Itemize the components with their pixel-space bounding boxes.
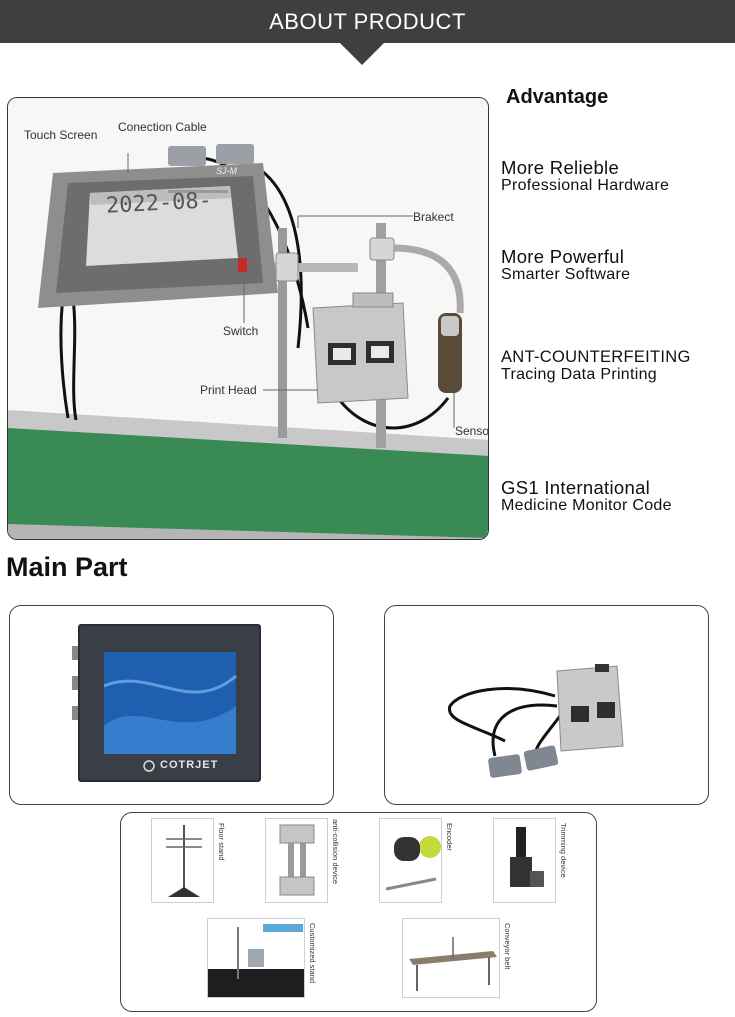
advantage-item: More Powerful Smarter Software [501, 246, 631, 283]
conveyor-rail [8, 410, 488, 456]
encoder-image [379, 818, 442, 903]
advantage-subtitle: Tracing Data Printing [501, 366, 657, 383]
controller-image [72, 624, 261, 782]
advantage-subtitle: Professional Hardware [501, 177, 670, 194]
anti-collision-image [265, 818, 328, 903]
callout-switch: Switch [223, 324, 259, 338]
advantage-item: More Relieble Professional Hardware [501, 157, 670, 194]
controller-card: COTRJET [9, 605, 334, 805]
callout-bracket: Brakect [413, 210, 454, 224]
model-label: SJ-M [216, 166, 237, 176]
touch-screen [86, 186, 238, 266]
stand-pole [278, 228, 287, 438]
accessory-label: Conveyor belt [503, 923, 512, 970]
accessory-label: Customized stand [308, 923, 317, 984]
accessory-label: anti-collision device [331, 819, 340, 885]
banner-arrow [340, 43, 384, 65]
customized-stand-image [207, 918, 305, 998]
bracket-bar [253, 263, 358, 272]
advantage-title: ANT-COUNTERFEITING [501, 348, 691, 366]
conveyor-belt-image [402, 918, 500, 998]
callout-sensor: Sensor [455, 424, 489, 438]
advantage-subtitle: Medicine Monitor Code [501, 497, 672, 514]
advantage-item: GS1 International Medicine Monitor Code [501, 477, 672, 514]
advantage-title: GS1 International [501, 477, 651, 498]
advantage-heading: Advantage [506, 86, 609, 108]
advantage-subtitle: Smarter Software [501, 266, 631, 283]
callout-print-head: Print Head [200, 383, 257, 397]
print-head-image [448, 664, 624, 778]
advantage-title: More Powerful [501, 246, 625, 267]
accessories-panel: Floor stand anti-collision device Encode… [120, 812, 597, 1012]
callout-connection-cable: Conection Cable [118, 120, 207, 134]
accessory-label: Floor stand [217, 823, 226, 861]
print-head-card [384, 605, 709, 805]
trimming-device-image [493, 818, 556, 903]
product-photo: 2022-08- SJ-M Touch Screen Conection Cab… [7, 97, 489, 540]
advantage-item: ANT-COUNTERFEITING Tracing Data Printing [501, 348, 691, 383]
printer-illustration [8, 98, 488, 539]
accessory-label: Encoder [445, 823, 454, 851]
advantage-title: More Relieble [501, 157, 620, 178]
banner-title: ABOUT PRODUCT [269, 9, 466, 34]
main-part-heading: Main Part [6, 552, 128, 582]
floor-stand-image [151, 818, 214, 903]
controller-brand: COTRJET [160, 759, 219, 771]
header-banner [0, 0, 735, 43]
accessory-label: Trimming device [559, 823, 568, 878]
callout-touch-screen: Touch Screen [24, 128, 98, 142]
power-switch [238, 258, 247, 272]
